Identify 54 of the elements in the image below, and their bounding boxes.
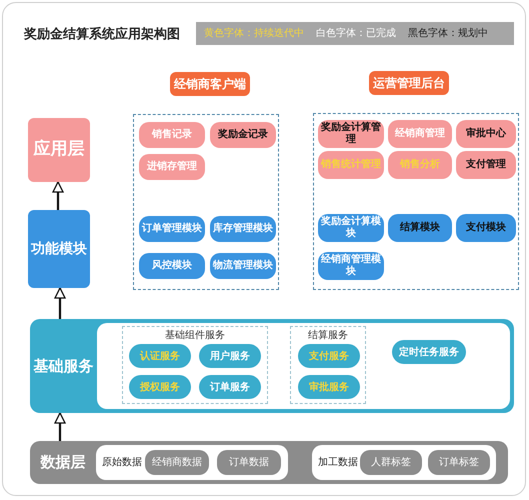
module-pill: 物流管理模块 bbox=[210, 253, 276, 279]
feature-pill: 经销商管理 bbox=[388, 120, 452, 148]
service-pill: 授权服务 bbox=[129, 375, 191, 399]
feature-pill: 审批中心 bbox=[456, 120, 516, 148]
dashed-frame bbox=[133, 114, 279, 290]
module-pill: 支付模块 bbox=[456, 214, 516, 242]
dashed-frame bbox=[313, 113, 519, 290]
module-pill: 结算模块 bbox=[388, 214, 452, 242]
feature-pill: 销售分析 bbox=[388, 151, 452, 179]
legend-text: 黑色字体：规划中 bbox=[408, 26, 488, 41]
service-pill: 用户服务 bbox=[199, 344, 261, 368]
service-pill: 支付服务 bbox=[298, 344, 360, 368]
group-heading: 结算服务 bbox=[307, 328, 349, 343]
group-heading: 加工数据 bbox=[318, 456, 358, 470]
module-pill: 库存管理模块 bbox=[210, 216, 276, 242]
client-tag: 经销商客户端 bbox=[170, 72, 250, 96]
module-pill: 风控模块 bbox=[139, 253, 205, 279]
service-pill: 认证服务 bbox=[129, 344, 191, 368]
data-pill: 订单标签 bbox=[428, 450, 490, 475]
layer-box: 功能模块 bbox=[28, 210, 90, 288]
group-heading: 数据层 bbox=[39, 452, 86, 474]
layer-box: 应用层 bbox=[28, 118, 90, 182]
legend-text: 黄色字体：持续迭代中 bbox=[204, 26, 304, 41]
feature-pill: 支付管理 bbox=[456, 151, 516, 179]
layer-band bbox=[30, 441, 508, 484]
feature-pill: 奖励金计算管理 bbox=[318, 120, 384, 148]
client-tag: 运营管理后台 bbox=[369, 71, 449, 95]
module-pill: 经销商管理模块 bbox=[318, 252, 384, 280]
arrow bbox=[54, 287, 66, 319]
data-panel bbox=[312, 445, 496, 480]
group-heading: 基础组件服务 bbox=[164, 328, 226, 343]
diagram-title: 奖励金结算系统应用架构图 bbox=[24, 26, 180, 44]
feature-pill: 奖励金记录 bbox=[210, 122, 276, 148]
group-heading: 基础服务 bbox=[32, 356, 94, 377]
module-pill: 奖励金计算模块 bbox=[318, 214, 384, 242]
data-panel bbox=[96, 445, 288, 480]
data-pill: 人群标签 bbox=[360, 450, 422, 475]
group-heading: 原始数据 bbox=[102, 456, 142, 470]
service-pill: 订单服务 bbox=[199, 375, 261, 399]
service-pill: 审批服务 bbox=[298, 375, 360, 399]
layer-band bbox=[30, 319, 514, 413]
data-pill: 经销商数据 bbox=[145, 450, 209, 475]
module-pill: 订单管理模块 bbox=[139, 216, 205, 242]
feature-pill: 销售统计管理 bbox=[318, 151, 384, 179]
group-frame bbox=[290, 326, 366, 404]
arrow bbox=[52, 181, 64, 210]
data-pill: 订单数据 bbox=[217, 450, 281, 475]
feature-pill: 销售记录 bbox=[139, 122, 205, 148]
panel-background bbox=[97, 323, 510, 409]
feature-pill: 进销存管理 bbox=[139, 154, 205, 180]
legend-text: 白色字体：已完成 bbox=[316, 26, 396, 41]
arrow bbox=[54, 412, 66, 441]
group-frame bbox=[122, 326, 268, 404]
service-pill: 定时任务服务 bbox=[392, 340, 466, 364]
